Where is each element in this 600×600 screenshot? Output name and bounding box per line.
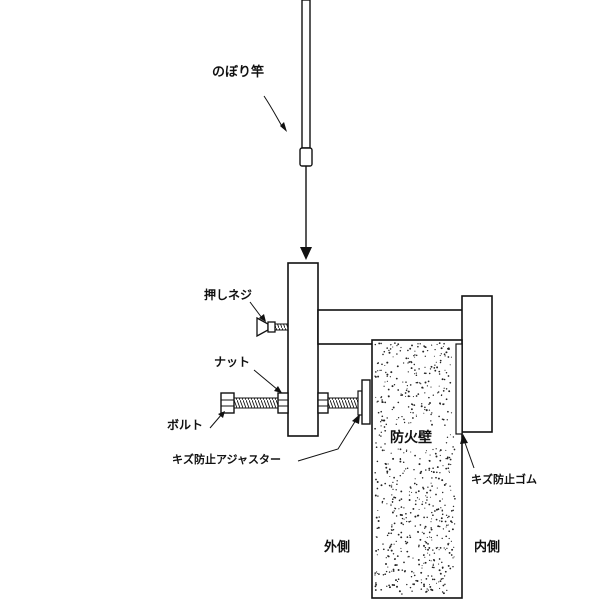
pole-label: のぼり竿 (212, 65, 265, 80)
pole-leader-arrow (280, 122, 287, 132)
nut-leader-arrow (274, 386, 282, 393)
inside-label: 内側 (474, 540, 501, 555)
pole-leader (263, 95, 284, 129)
rubber-leader (463, 439, 475, 469)
pole-cap (299, 147, 313, 167)
bolt-leader-arrow (218, 411, 225, 418)
nut-leader (253, 369, 279, 391)
horizontal-arm (317, 309, 464, 345)
firewall-label: 防火壁 (390, 430, 432, 446)
adjuster-leader (297, 419, 357, 462)
bolt-assembly (220, 379, 371, 425)
bolt-label: ボルト (167, 418, 204, 432)
thumb-screw-leader (249, 301, 263, 319)
adjuster-label: キズ防止アジャスター (172, 453, 282, 466)
thumb-screw (256, 316, 289, 338)
outside-label: 外側 (324, 540, 351, 555)
thumb-screw-label: 押しネジ (204, 288, 253, 302)
firewall-texture (374, 342, 456, 595)
end-plate (461, 295, 493, 433)
bolt-leader (209, 413, 223, 429)
thumb-screw-leader-arrow (259, 314, 266, 322)
rubber-strip (455, 343, 463, 435)
rubber-leader-arrow (460, 434, 468, 444)
pole-insert-arrow (300, 247, 312, 260)
adjuster-leader-arrow (352, 414, 360, 424)
rubber-label: キズ防止ゴム (471, 473, 537, 486)
holder-block (287, 262, 319, 437)
nut-label: ナット (214, 355, 251, 369)
pole-rod (301, 0, 311, 149)
firewall-panel (371, 339, 463, 599)
